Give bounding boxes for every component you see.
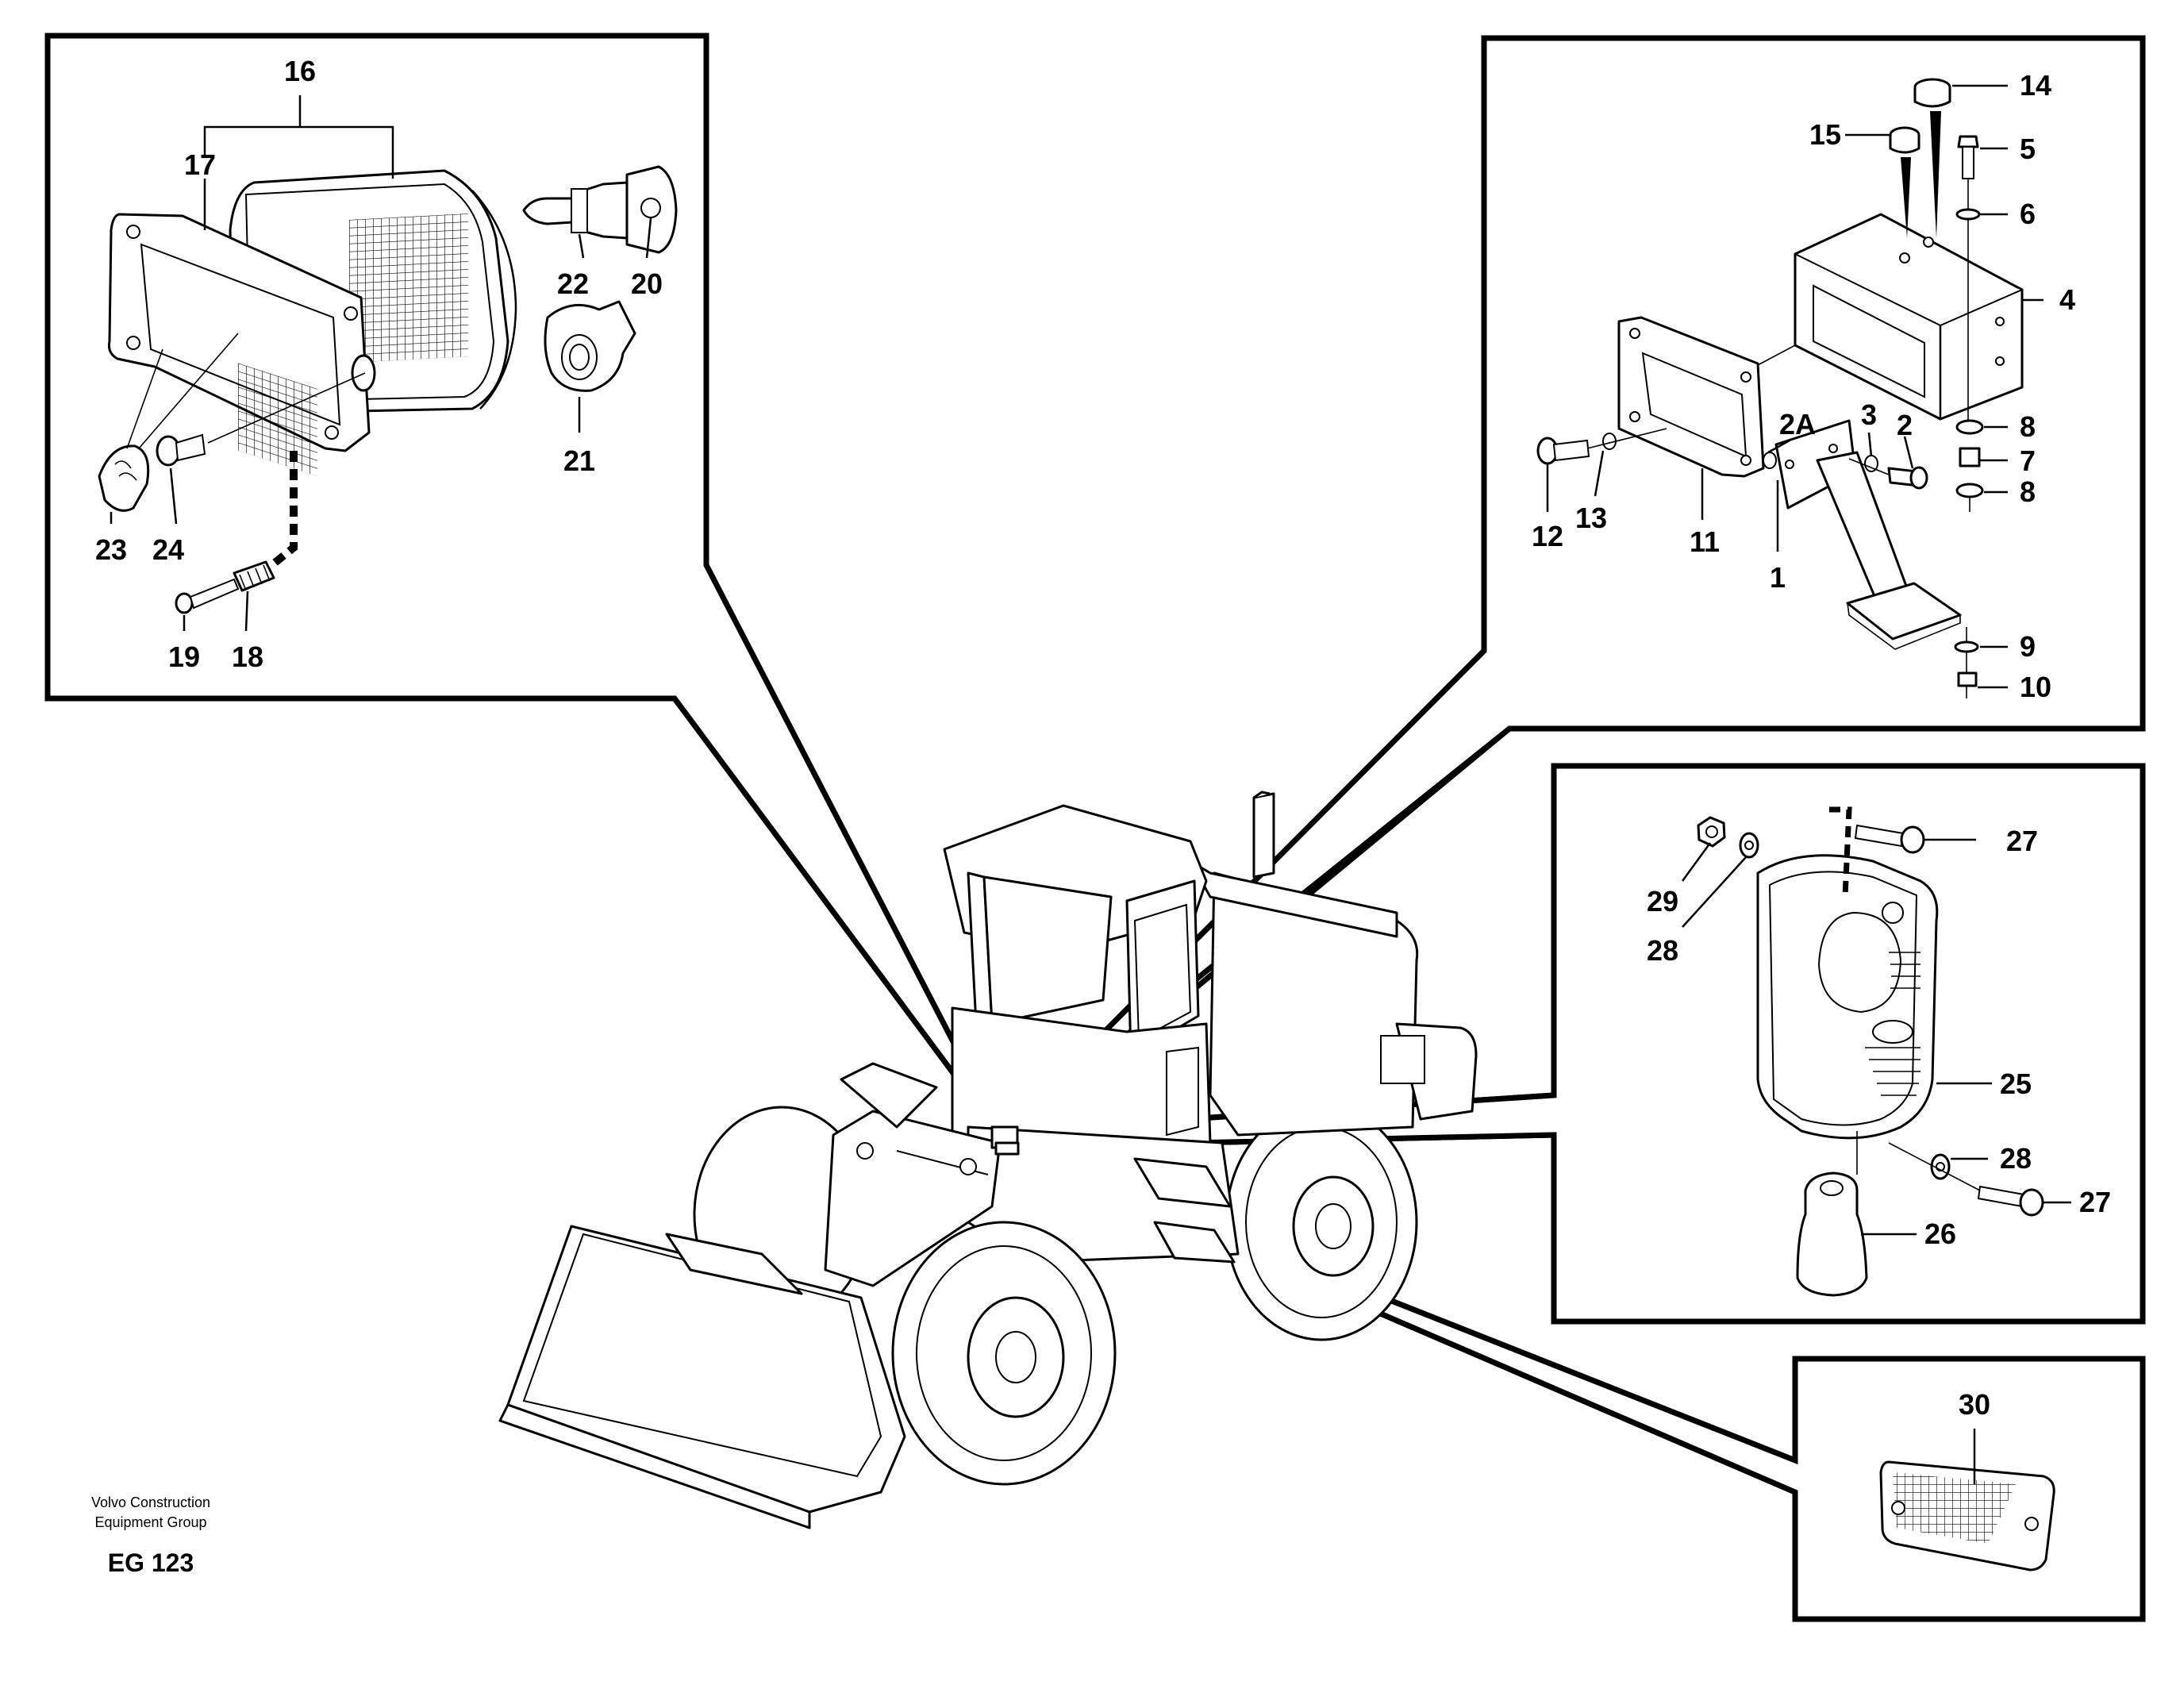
callout-12: 12 <box>1532 520 1563 552</box>
callout-15: 15 <box>1809 118 1841 151</box>
indicator-bulb <box>1796 1171 1868 1297</box>
nut-10 <box>1954 627 1979 698</box>
callout-2: 2 <box>1897 409 1913 441</box>
callout-20: 20 <box>631 267 663 300</box>
callout-14: 14 <box>2020 69 2051 102</box>
callout-8a: 8 <box>2020 410 2036 443</box>
rubber-cushions <box>1889 78 1951 238</box>
lamp-position-marker <box>990 1125 1020 1156</box>
headlamp-housing <box>229 169 517 414</box>
mounting-plate <box>1617 316 1796 478</box>
bucket <box>498 1225 906 1529</box>
callout-22: 22 <box>557 267 589 300</box>
callout-26: 26 <box>1924 1218 1956 1250</box>
bracket-arm <box>1774 419 1962 650</box>
callout-25: 25 <box>2000 1068 2032 1100</box>
adjust-screw-and-spring <box>175 560 275 614</box>
callout-28b: 28 <box>2000 1142 2032 1175</box>
callout-4: 4 <box>2059 283 2075 316</box>
callout-18: 18 <box>232 640 263 673</box>
callout-27b: 27 <box>2079 1186 2111 1218</box>
callout-19: 19 <box>168 640 200 673</box>
indicator-fasteners <box>1697 806 2044 1217</box>
lamp-socket <box>544 300 636 392</box>
callout-17: 17 <box>184 148 216 181</box>
small-bulb <box>98 333 239 512</box>
lamp-bezel <box>108 213 376 476</box>
bulb-and-socket <box>522 165 678 254</box>
callout-21: 21 <box>563 444 595 477</box>
callout-2A: 2A <box>1779 408 1816 440</box>
callout-28a: 28 <box>1647 934 1678 967</box>
wheel-loader-illustration <box>498 791 1478 1529</box>
bolt-stack <box>1955 135 1984 512</box>
company-line-1: Volvo Construction <box>91 1494 210 1510</box>
callout-16: 16 <box>284 55 316 87</box>
bracket-detail-panel: 14 15 5 6 4 8 7 8 9 10 2A 3 2 11 12 13 1 <box>999 35 2146 1137</box>
footer: Volvo Construction Equipment Group EG 12… <box>91 1494 210 1577</box>
lift-arms <box>824 1062 1002 1287</box>
callout-24: 24 <box>152 533 184 566</box>
front-wheel <box>891 1221 1117 1486</box>
headlamp-detail-panel: 16 17 22 20 21 23 24 19 18 <box>44 33 1009 1147</box>
screw-24 <box>156 372 366 467</box>
callout-23: 23 <box>95 533 127 566</box>
callout-29: 29 <box>1647 885 1678 917</box>
callout-11: 11 <box>1690 525 1720 558</box>
machine-body <box>1189 791 1478 1137</box>
callout-8b: 8 <box>2020 475 2036 508</box>
callout-6: 6 <box>2020 198 2036 230</box>
callout-27a: 27 <box>2006 825 2038 857</box>
drawing-code: EG 123 <box>108 1548 194 1577</box>
bolt-12 <box>1536 428 1667 465</box>
callout-3: 3 <box>1861 398 1877 431</box>
reflector <box>1879 1460 2055 1571</box>
callout-7: 7 <box>2020 444 2036 477</box>
callout-5: 5 <box>2020 133 2036 165</box>
rear-wheel <box>1225 1103 1418 1341</box>
callout-13: 13 <box>1575 502 1607 534</box>
indicator-detail-panel: 27 29 28 25 28 27 26 <box>1000 763 2146 1325</box>
callout-9: 9 <box>2020 630 2036 663</box>
headlamp-frame <box>44 33 1009 1147</box>
company-line-2: Equipment Group <box>94 1514 206 1530</box>
callout-10: 10 <box>2020 671 2051 703</box>
callout-30: 30 <box>1959 1388 1990 1421</box>
indicator-lamp <box>1756 854 1939 1175</box>
lamp-box <box>1794 213 2024 421</box>
cab <box>943 804 1212 1168</box>
callout-1: 1 <box>1770 561 1786 594</box>
